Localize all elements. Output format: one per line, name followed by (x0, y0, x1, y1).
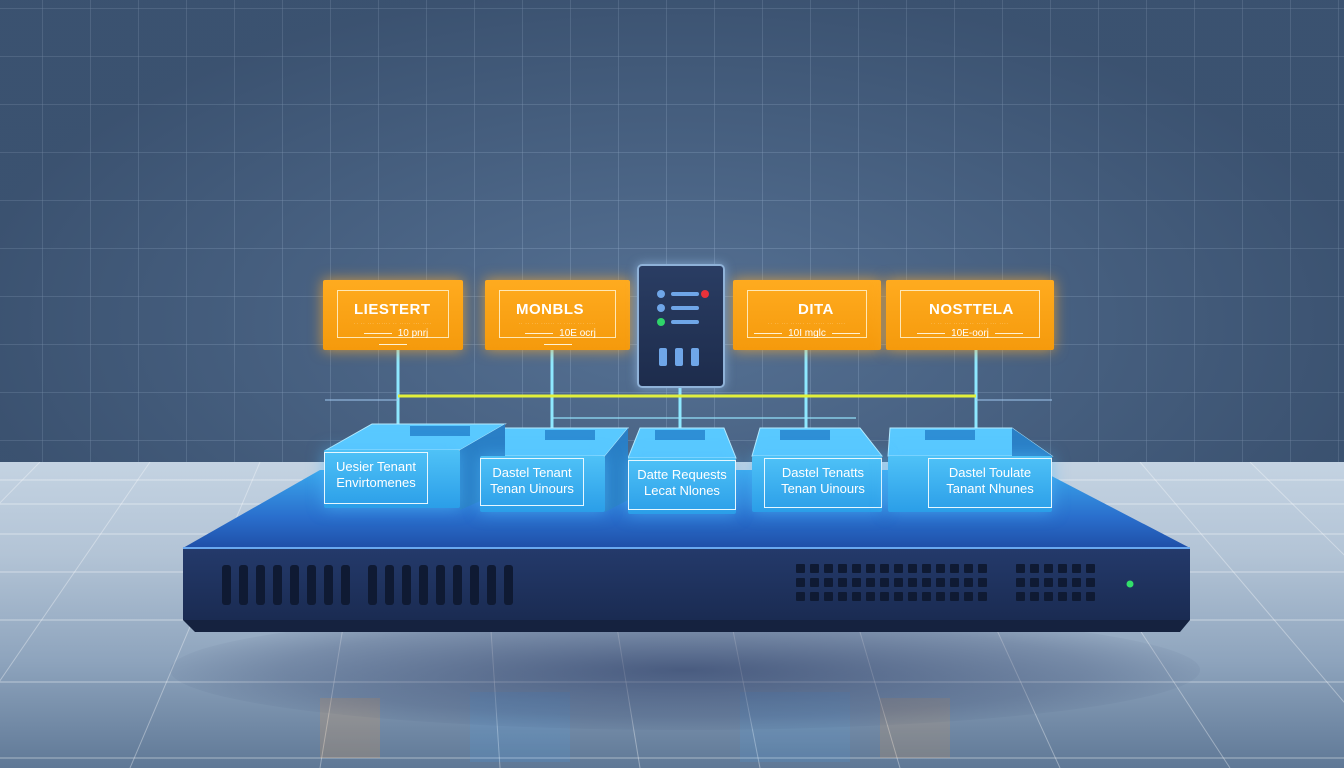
label-card-3: DITA ·· ·· ··· ······ ·· ····· ··· ···· … (733, 280, 881, 350)
module-label: Uesier Tenant Envirtomenes (324, 452, 428, 504)
label-card-1: LIESTERT ·· ·· ··· ······ ·· ····· ··· ·… (323, 280, 463, 350)
label-frame: LIESTERT ·· ·· ··· ······ ·· ····· ··· ·… (337, 290, 449, 339)
label-card-2: MONBLS ·· ·· ··· ······ ·· ····· ··· ···… (485, 280, 630, 350)
server-panel (657, 290, 709, 366)
label-frame: NOSTTELA ·· ·· ··· ······ ·· ····· ··· ·… (900, 290, 1040, 339)
tenant-module-4: Dastel Tenatts Tenan Uinours (752, 456, 882, 512)
status-light-red (701, 290, 709, 298)
label-value: 10I mglc (748, 328, 866, 339)
tenant-module-2: Dastel Tenant Tenan Uinours (480, 456, 605, 512)
label-detail: ·· ·· ··· ······ ·· ····· ··· ···· (931, 321, 1009, 326)
module-label: Dastel Tenant Tenan Uinours (480, 458, 584, 506)
label-detail: ·· ·· ··· ······ ·· ····· ··· ···· (768, 321, 846, 326)
label-value: 10E ocrj (500, 328, 615, 350)
label-card-4: NOSTTELA ·· ·· ··· ······ ·· ····· ··· ·… (886, 280, 1054, 350)
module-line-2: Lecat Nlones (644, 483, 720, 498)
label-title: MONBLS (516, 301, 584, 318)
tenant-module-5: Dastel Toulate Tanant Nhunes (888, 456, 1052, 512)
label-value: 10E-oorj (901, 328, 1039, 339)
module-line-1: Dastel Tenant (492, 465, 572, 480)
module-line-1: Datte Requests (637, 467, 727, 482)
module-line-2: Tenan Uinours (781, 481, 865, 496)
label-frame: MONBLS ·· ·· ··· ······ ·· ····· ··· ···… (499, 290, 616, 339)
module-line-1: Uesier Tenant (336, 459, 416, 474)
module-line-2: Envirtomenes (336, 475, 416, 490)
background-grid-wall (0, 0, 1344, 462)
module-line-2: Tenan Uinours (490, 481, 574, 496)
server-icon (637, 264, 725, 388)
label-title: LIESTERT (354, 301, 431, 318)
module-line-1: Dastel Toulate (948, 465, 1032, 480)
label-detail: ·· ·· ··· ······ ·· ····· ··· ···· (354, 321, 432, 326)
status-light-green (657, 318, 665, 326)
label-frame: DITA ·· ·· ··· ······ ·· ····· ··· ···· … (747, 290, 867, 339)
module-line-1: Dastel Tenatts (781, 465, 865, 480)
label-detail: ·· ·· ··· ······ ·· ····· ··· ···· (518, 321, 597, 326)
module-line-2: Tanant Nhunes (946, 481, 1034, 496)
label-title: DITA (798, 301, 834, 318)
tenant-module-1: Uesier Tenant Envirtomenes (324, 450, 460, 508)
module-label: Dastel Toulate Tanant Nhunes (928, 458, 1052, 508)
module-label: Datte Requests Lecat Nlones (628, 460, 736, 510)
tenant-module-3: Datte Requests Lecat Nlones (628, 458, 736, 514)
label-value: 10 pnrj (338, 328, 448, 350)
label-title: NOSTTELA (929, 301, 1014, 318)
module-label: Dastel Tenatts Tenan Uinours (764, 458, 882, 508)
